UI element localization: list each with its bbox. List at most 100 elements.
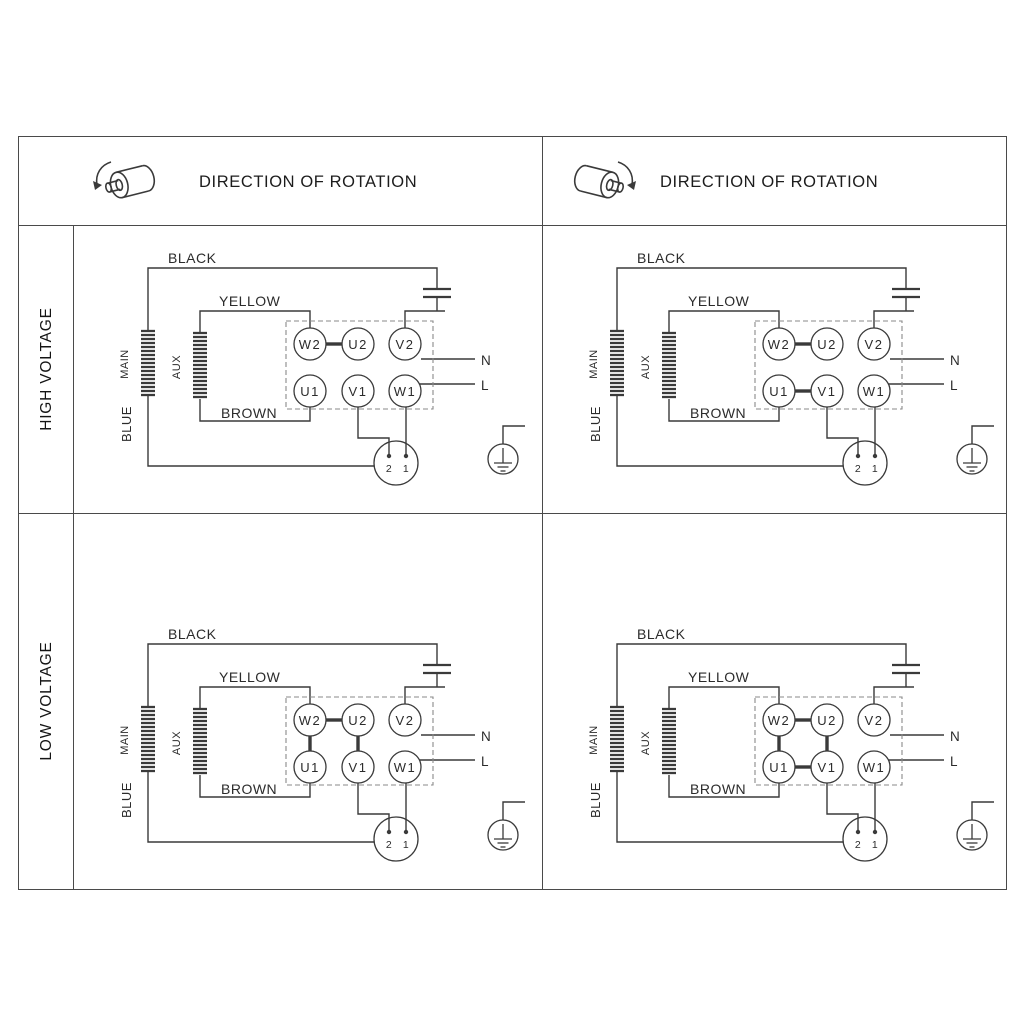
terminal-label-U1: U1 (300, 384, 320, 399)
live-label: L (481, 754, 489, 769)
brown-wire (199, 775, 311, 798)
terminal-V2 (388, 327, 422, 361)
blue-wire (147, 772, 374, 843)
terminal-label-U2: U2 (817, 713, 837, 728)
terminal-label-W1: W1 (394, 384, 417, 399)
black-wire-label: BLACK (637, 250, 686, 266)
terminal-label-U2: U2 (348, 713, 368, 728)
neutral-label: N (481, 353, 491, 368)
brown-wire (668, 399, 780, 422)
live-label: L (950, 378, 958, 393)
terminal-label-U2: U2 (348, 337, 368, 352)
terminal-label-W2: W2 (768, 337, 791, 352)
terminal-label-W1: W1 (863, 760, 886, 775)
live-label: L (481, 378, 489, 393)
motor-lead-2 (826, 407, 859, 455)
blue-wire-label: BLUE (588, 782, 603, 818)
yellow-wire (668, 310, 780, 333)
terminal-V2 (857, 703, 891, 737)
yellow-wire (199, 686, 311, 709)
blue-wire-label: BLUE (588, 406, 603, 442)
aux-winding-label: AUX (640, 731, 652, 755)
motor-terminal-dot-2 (855, 453, 861, 459)
motor-rotation-cw-icon (571, 161, 636, 202)
black-wire (616, 267, 907, 331)
brown-wire-label: BROWN (690, 405, 746, 421)
terminal-label-W2: W2 (299, 713, 322, 728)
terminal-label-W1: W1 (863, 384, 886, 399)
motor-terminal-dot-1 (872, 453, 878, 459)
voltage-row-divider (19, 513, 1006, 514)
blue-wire (147, 396, 374, 467)
terminal-U1 (293, 374, 327, 408)
motor-rotation-ccw-icon (93, 161, 158, 202)
blue-wire-label: BLUE (119, 406, 134, 442)
motor-terminal-label-1: 1 (403, 839, 409, 851)
ground-lead (502, 425, 525, 444)
terminal-label-V1: V1 (818, 760, 837, 775)
brown-wire-label: BROWN (221, 781, 277, 797)
terminal-block-outline (285, 320, 434, 410)
ground-symbol (956, 443, 988, 475)
blue-wire (616, 396, 843, 467)
terminal-label-V2: V2 (865, 713, 884, 728)
terminal-label-W2: W2 (768, 713, 791, 728)
brown-wire (199, 399, 311, 422)
motor-terminal-dot-1 (872, 829, 878, 835)
main-winding-label: MAIN (588, 725, 600, 755)
terminal-label-U1: U1 (769, 384, 789, 399)
ground-symbol (956, 819, 988, 851)
direction-title-right: DIRECTION OF ROTATION (660, 173, 879, 191)
motor-terminal-dot-1 (403, 829, 409, 835)
terminal-V1 (341, 374, 375, 408)
terminal-label-W1: W1 (394, 760, 417, 775)
terminal-W1 (857, 374, 891, 408)
row-label-low-voltage: LOW VOLTAGE (38, 641, 55, 761)
aux-winding-label: AUX (171, 731, 183, 755)
label-column-divider (73, 225, 74, 889)
motor-terminal-dot-2 (855, 829, 861, 835)
motor-terminal-dot-1 (403, 453, 409, 459)
live-label: L (950, 754, 958, 769)
header-right: DIRECTION OF ROTATION (542, 137, 1006, 225)
terminal-label-V2: V2 (396, 713, 415, 728)
black-wire-label: BLACK (637, 626, 686, 642)
blue-wire-label: BLUE (119, 782, 134, 818)
yellow-wire-label: YELLOW (219, 293, 281, 309)
yellow-wire (668, 686, 780, 709)
motor-lead-2 (826, 783, 859, 831)
motor-circle (842, 440, 888, 486)
capacitor-to-v2-wire (404, 310, 445, 328)
neutral-label: N (481, 729, 491, 744)
motor-circle (842, 816, 888, 862)
yellow-wire-label: YELLOW (219, 669, 281, 685)
black-wire (147, 643, 438, 707)
yellow-wire (199, 310, 311, 333)
ground-symbol (487, 819, 519, 851)
terminal-label-V1: V1 (818, 384, 837, 399)
neutral-label: N (950, 353, 960, 368)
center-column-divider (542, 137, 543, 889)
terminal-label-V1: V1 (349, 760, 368, 775)
motor-terminal-label-1: 1 (403, 463, 409, 475)
motor-terminal-dot-2 (386, 453, 392, 459)
brown-wire-label: BROWN (690, 781, 746, 797)
terminal-label-U2: U2 (817, 337, 837, 352)
terminal-label-U1: U1 (769, 760, 789, 775)
motor-circle (373, 816, 419, 862)
diagram-frame: DIRECTION OF ROTATION DIRECTION OF ROTAT… (18, 136, 1007, 890)
blue-wire (616, 772, 843, 843)
neutral-label: N (950, 729, 960, 744)
black-wire-label: BLACK (168, 626, 217, 642)
aux-winding-label: AUX (640, 355, 652, 379)
yellow-wire-label: YELLOW (688, 669, 750, 685)
terminal-label-U1: U1 (300, 760, 320, 775)
motor-circle (373, 440, 419, 486)
terminal-block-outline (285, 696, 434, 786)
black-wire-label: BLACK (168, 250, 217, 266)
ground-lead (971, 425, 994, 444)
